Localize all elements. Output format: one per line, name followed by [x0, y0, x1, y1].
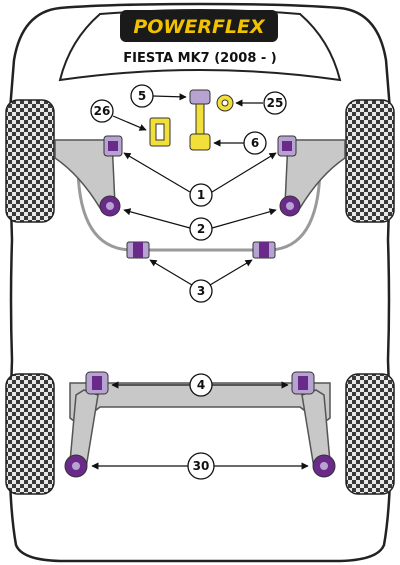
bush-item-1-left: [103, 135, 123, 157]
callout-6: 6: [243, 131, 267, 155]
bush-item-3-right: [252, 241, 276, 259]
bush-item-30-right: [312, 454, 336, 478]
svg-text:2: 2: [197, 222, 205, 236]
bush-item-3-left: [126, 241, 150, 259]
bush-item-4-left: [85, 371, 109, 395]
bush-item-2-right: [279, 195, 301, 217]
bush-item-2-left: [99, 195, 121, 217]
bush-item-6: [189, 133, 211, 151]
bush-item-4-right: [291, 371, 315, 395]
svg-text:1: 1: [197, 188, 205, 202]
logo-text: POWERFLEX: [133, 16, 266, 38]
callout-1: 1: [189, 183, 213, 207]
leader-lines: [91, 93, 309, 470]
powerflex-logo: POWERFLEX: [120, 10, 278, 42]
wheel-front-left: [5, 99, 55, 223]
callout-4: 4: [189, 373, 213, 397]
bush-item-26: [149, 117, 171, 147]
svg-text:5: 5: [138, 89, 146, 103]
wheel-rear-left: [5, 373, 55, 495]
bush-item-25: [216, 94, 234, 112]
front-anti-roll-bar: [76, 169, 322, 252]
svg-text:26: 26: [94, 104, 111, 118]
svg-text:25: 25: [267, 96, 284, 110]
svg-text:3: 3: [197, 284, 205, 298]
svg-text:6: 6: [251, 136, 259, 150]
callout-2: 2: [189, 217, 213, 241]
callout-26: 26: [90, 99, 114, 123]
svg-text:4: 4: [197, 378, 205, 392]
callout-3: 3: [189, 279, 213, 303]
callout-25: 25: [263, 91, 287, 115]
wheel-rear-right: [345, 373, 395, 495]
wheel-front-right: [345, 99, 395, 223]
bush-item-30-left: [64, 454, 88, 478]
callout-30: 30: [187, 452, 215, 480]
model-title: FIESTA MK7 (2008 - ): [123, 51, 277, 66]
bush-item-1-right: [277, 135, 297, 157]
svg-text:30: 30: [193, 459, 210, 473]
callout-5: 5: [130, 84, 154, 108]
